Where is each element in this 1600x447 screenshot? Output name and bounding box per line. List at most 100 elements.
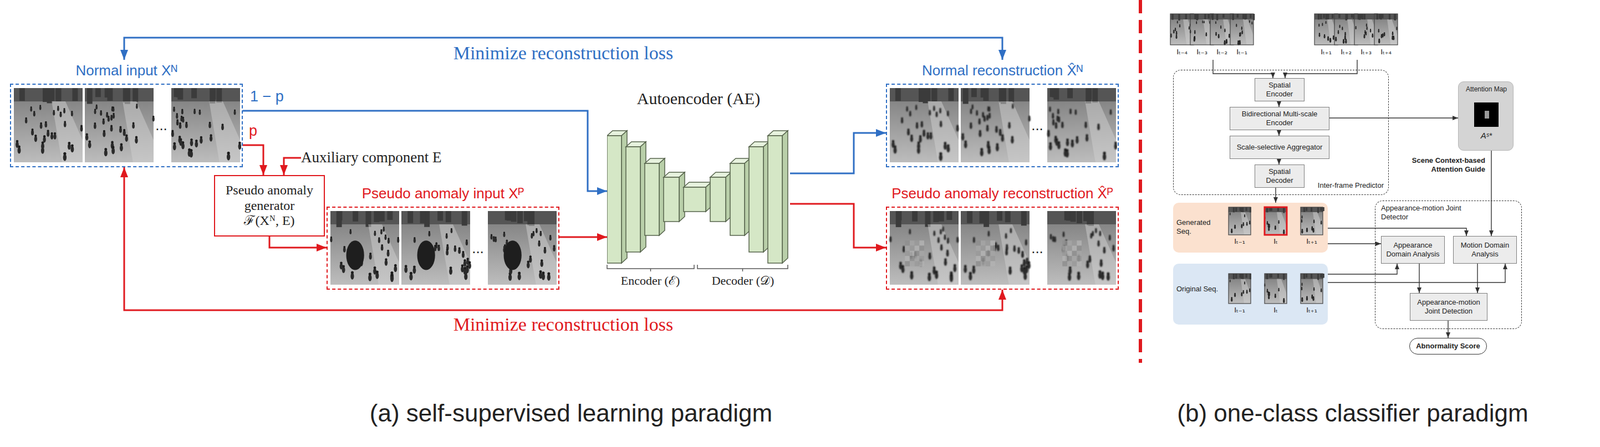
graphic-part [972, 266, 976, 269]
graphic-part [906, 106, 909, 109]
graphic-part [1264, 216, 1285, 235]
graphic-part [1230, 13, 1254, 45]
graphic-part [909, 261, 915, 267]
graphic-part [900, 117, 904, 120]
graphic-part [1086, 260, 1089, 264]
graphic-part [1358, 13, 1361, 20]
box-heading: Pseudo anomaly reconstruction X̂ᴾ [885, 185, 1119, 203]
graphic-part [1195, 13, 1198, 21]
graphic-part [1053, 236, 1056, 239]
graphic-part [1320, 207, 1322, 211]
edge-label-holder: Minimize reconstruction loss [451, 42, 676, 65]
graphic-part [1207, 13, 1210, 19]
scene-image [171, 88, 242, 163]
graphic-part [914, 256, 920, 262]
graphic-part [975, 256, 981, 262]
text-holder: ℱ(Xᴺ, E) [243, 213, 295, 229]
graphic-part [1076, 246, 1082, 252]
graphic-part [942, 226, 945, 229]
graphic-part [511, 211, 517, 222]
graphic-part [956, 124, 959, 127]
graphic-part [43, 135, 46, 138]
graphic-part [523, 211, 530, 222]
graphic-part [971, 88, 977, 98]
graphic-part [960, 88, 1030, 163]
graphic-part [33, 110, 35, 113]
graphic-part [540, 259, 543, 262]
graphic-part [935, 271, 939, 274]
graphic-part [1274, 225, 1277, 228]
graphic-part [1230, 13, 1254, 45]
graphic-part [710, 177, 726, 222]
graphic-part [980, 251, 986, 257]
graphic-part [1306, 227, 1308, 230]
graphic-part [999, 88, 1005, 103]
graphic-part [1241, 26, 1243, 28]
output-pill: Abnormality Score [1409, 338, 1487, 355]
graphic-part [1274, 293, 1277, 296]
graphic-part [964, 140, 967, 144]
group-title: Inter-frame Predictor [1317, 181, 1384, 191]
graphic-part [923, 129, 926, 132]
graphic-part [454, 245, 457, 248]
graphic-part [1228, 207, 1251, 236]
graphic-part [374, 230, 376, 233]
graphic-part [1317, 13, 1320, 20]
graphic-part [70, 144, 74, 148]
graphic-part [917, 141, 921, 145]
node-text: Pseudo anomaly generator [218, 182, 321, 214]
graphic-part [891, 104, 959, 161]
reconstruction-box: Normal reconstruction X̂ᴺ... [885, 59, 1119, 168]
graphic-part [887, 207, 1118, 289]
graphic-part [539, 270, 543, 274]
graphic-part [1171, 13, 1174, 20]
graphic-part [1228, 273, 1251, 280]
graphic-part [782, 130, 788, 264]
graphic-part [380, 229, 382, 232]
graphic-part [1070, 211, 1077, 222]
graphic-part [70, 110, 73, 113]
graphic-part [985, 240, 991, 246]
graphic-part [209, 88, 216, 104]
graphic-part [1282, 230, 1285, 232]
graphic-part [1099, 231, 1102, 233]
graphic-part [11, 84, 242, 166]
graphic-part [458, 247, 461, 250]
graphic-part [1231, 13, 1234, 20]
graphic-part [946, 110, 949, 113]
graphic-part [1341, 26, 1343, 28]
graphic-part [986, 141, 990, 145]
graphic-part [1228, 33, 1230, 35]
graphic-part [980, 240, 986, 246]
graphic-part [1109, 109, 1112, 111]
graphic-part [944, 141, 947, 145]
scene-image [889, 211, 959, 285]
graphic-part [1320, 221, 1322, 223]
graphic-part [1374, 13, 1398, 45]
connector [1275, 187, 1276, 203]
graphic-part [39, 104, 42, 107]
connector [269, 236, 327, 248]
graphic-part [889, 226, 959, 283]
graphic-part [1063, 148, 1067, 152]
graphic-part [216, 88, 222, 103]
graphic-part [1067, 256, 1073, 262]
graphic-part [329, 226, 400, 283]
graphic-part [928, 272, 931, 276]
graphic-part [112, 113, 115, 115]
graphic-part [465, 239, 468, 242]
graphic-part [396, 237, 399, 239]
graphic-part [1234, 293, 1236, 295]
graphic-part [1300, 207, 1323, 213]
graphic-part [119, 126, 122, 129]
graphic-part [31, 128, 34, 131]
graphic-part [106, 111, 109, 114]
graphic-part [336, 211, 343, 228]
graphic-part [1318, 23, 1320, 25]
graphic-part [1301, 283, 1323, 303]
graphic-part [30, 106, 33, 109]
graphic-part [918, 88, 925, 103]
graphic-part [132, 88, 139, 103]
graphic-part [988, 113, 991, 115]
graphic-part [50, 132, 53, 135]
